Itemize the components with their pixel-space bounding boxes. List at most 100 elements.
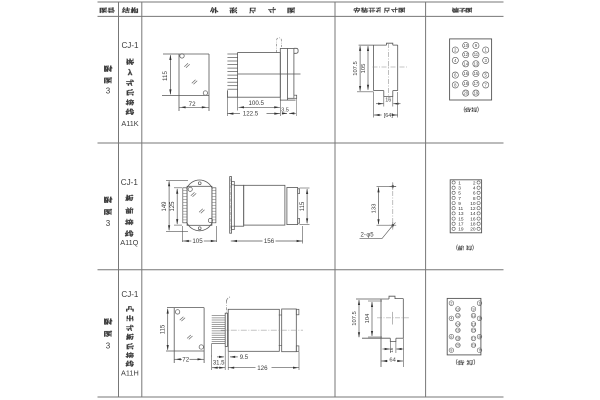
svg-text:6: 6 [454,73,457,78]
svg-text:122.5: 122.5 [243,111,259,118]
svg-text:A11K: A11K [121,119,138,128]
svg-text:133: 133 [372,204,378,214]
svg-text:3: 3 [106,342,111,351]
svg-text:2-: 2- [361,233,366,239]
svg-text:17: 17 [458,222,464,228]
svg-text:115: 115 [300,201,306,211]
svg-text:6: 6 [450,335,452,339]
svg-text:15: 15 [471,329,475,333]
svg-text:11: 11 [474,52,479,57]
svg-text:CJ-1: CJ-1 [121,41,139,50]
svg-text:1: 1 [458,180,461,186]
svg-text:6: 6 [473,191,476,197]
svg-text:2: 2 [473,180,476,186]
svg-text:16: 16 [389,347,394,353]
svg-text:13: 13 [458,211,464,217]
svg-text:φ5: φ5 [366,233,374,239]
svg-text:10: 10 [463,43,468,48]
svg-text:2: 2 [454,48,457,53]
svg-text:19: 19 [471,344,475,348]
svg-text:104: 104 [365,313,371,323]
svg-text:100.5: 100.5 [248,100,264,107]
svg-text:11: 11 [458,206,463,212]
svg-text:11: 11 [472,314,476,318]
svg-text:107.5: 107.5 [353,61,359,76]
svg-text:3: 3 [478,317,480,321]
svg-text:7: 7 [478,349,480,353]
svg-text:64: 64 [389,358,396,364]
svg-text:(: ( [456,244,459,251]
svg-text:12: 12 [456,314,460,318]
svg-text:15: 15 [458,216,464,222]
svg-text:19: 19 [458,227,464,233]
svg-text:8: 8 [450,349,452,353]
svg-text:2: 2 [450,301,452,305]
svg-text:9.5: 9.5 [240,355,249,361]
svg-text:17: 17 [474,81,479,86]
svg-text:18: 18 [456,337,460,341]
svg-text:125: 125 [170,201,176,212]
svg-text:): ) [477,106,479,113]
svg-text:A11H: A11H [121,368,139,377]
svg-text:105: 105 [361,64,367,74]
svg-text:A11Q: A11Q [120,238,138,247]
svg-text:4: 4 [450,317,452,321]
svg-text:3: 3 [485,58,488,63]
svg-text:8: 8 [454,82,457,87]
svg-text:15: 15 [474,71,479,76]
svg-text:9: 9 [472,307,474,311]
svg-text:18: 18 [463,81,468,86]
svg-text:7: 7 [485,82,488,87]
svg-text:3: 3 [458,185,461,191]
svg-text:10: 10 [470,201,476,207]
svg-text:13: 13 [471,322,475,326]
svg-text:149: 149 [162,201,168,212]
svg-text:1: 1 [485,48,488,53]
svg-text:CJ-1: CJ-1 [121,290,139,299]
svg-text:7: 7 [458,196,461,202]
svg-text:19: 19 [474,91,479,96]
svg-text:16: 16 [470,216,476,222]
svg-text:14: 14 [456,322,460,326]
svg-text:156: 156 [264,238,275,245]
svg-text:4: 4 [473,185,476,191]
svg-text:14: 14 [463,61,468,66]
svg-text:16: 16 [463,71,468,76]
svg-text:107.5: 107.5 [352,311,358,326]
svg-text:105: 105 [192,238,203,245]
svg-text:31.5: 31.5 [213,360,225,366]
svg-text:12: 12 [463,52,468,57]
svg-text:4: 4 [454,58,457,63]
svg-text:3: 3 [106,219,111,228]
svg-text:[64]: [64] [384,113,394,119]
svg-text:14: 14 [470,211,476,217]
svg-text:5: 5 [485,73,488,78]
svg-text:13: 13 [474,61,479,66]
svg-text:): ) [473,359,475,366]
svg-text:9: 9 [475,43,478,48]
svg-text:10: 10 [456,307,460,311]
svg-text:126: 126 [257,365,268,372]
svg-text:9: 9 [458,201,461,207]
svg-text:): ) [472,244,474,251]
svg-text:115: 115 [161,324,167,334]
svg-text:12: 12 [470,206,476,212]
svg-text:115: 115 [162,71,169,81]
svg-text:17: 17 [471,337,475,341]
svg-text:3: 3 [106,86,111,95]
svg-text:3.5: 3.5 [281,107,289,113]
svg-text:5: 5 [478,335,480,339]
svg-text:16: 16 [456,329,460,333]
svg-text:16: 16 [385,98,391,104]
svg-text:5: 5 [458,191,461,197]
svg-text:20: 20 [463,91,468,96]
svg-text:72: 72 [189,101,196,108]
svg-text:18: 18 [470,222,476,228]
svg-text:8: 8 [473,196,476,202]
svg-text:1: 1 [478,301,480,305]
svg-text:CJ-1: CJ-1 [121,178,139,187]
svg-text:20: 20 [470,227,476,233]
svg-text:(: ( [455,359,458,366]
svg-text:72: 72 [182,356,189,363]
svg-text:20: 20 [456,344,460,348]
